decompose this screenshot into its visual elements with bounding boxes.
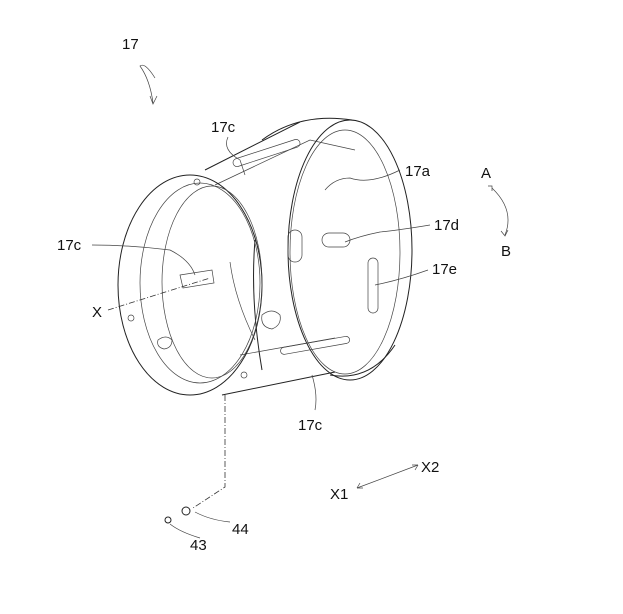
- label-17d: 17d: [434, 217, 459, 234]
- label-17c-top: 17c: [211, 119, 236, 136]
- leader-lines: [91, 64, 509, 539]
- label-x2: X2: [421, 459, 439, 476]
- front-ring: [117, 174, 263, 396]
- label-17c-left: 17c: [57, 237, 82, 254]
- slot-17e: [367, 257, 379, 314]
- label-17c-bottom: 17c: [298, 417, 323, 434]
- part-44: [181, 506, 191, 516]
- optical-axis: [107, 277, 211, 311]
- label-17: 17: [122, 36, 139, 53]
- part-43: [164, 516, 172, 524]
- label-44: 44: [232, 521, 249, 538]
- cylinder-body: [204, 121, 379, 396]
- label-b: B: [501, 243, 511, 260]
- rear-flange: [261, 117, 413, 381]
- label-43: 43: [190, 537, 207, 554]
- projection-line: [192, 395, 226, 509]
- label-17a: 17a: [405, 163, 431, 180]
- label-17e: 17e: [432, 261, 457, 278]
- label-x1: X1: [330, 486, 348, 503]
- label-a: A: [481, 165, 491, 182]
- pin-17d: [321, 232, 351, 248]
- label-x: X: [92, 304, 102, 321]
